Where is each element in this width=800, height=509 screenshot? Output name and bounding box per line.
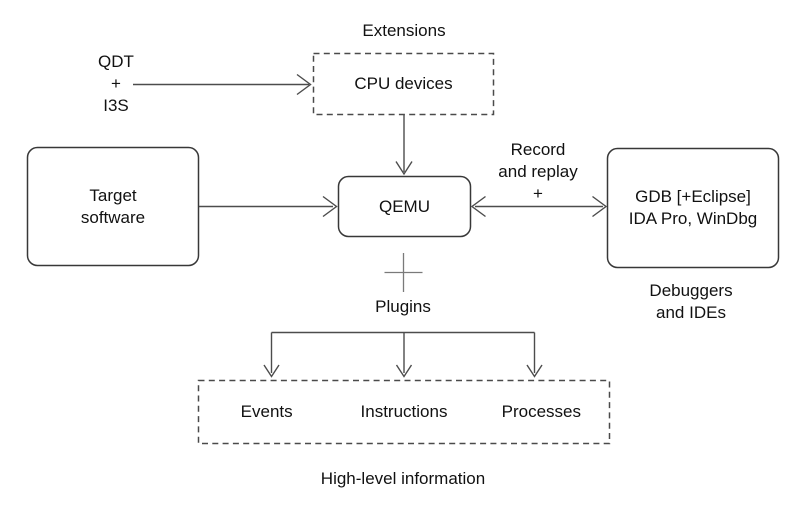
target-software-label: Target (89, 185, 137, 205)
cpu-devices-label: CPU devices (354, 74, 453, 93)
high-level-box: Events Instructions Processes (198, 380, 610, 444)
qemu-box-border (337, 175, 472, 238)
high-level-information-caption: High-level information (320, 469, 486, 488)
instructions-label: Instructions (360, 402, 448, 421)
target-software-box-border (26, 146, 200, 267)
arrowhead-down (263, 364, 280, 378)
arrowhead-down (395, 161, 413, 176)
arrowhead-left (470, 195, 486, 218)
extensions-caption: Extensions (362, 21, 446, 40)
arrowhead-right (322, 195, 338, 218)
arrowhead-down (395, 364, 413, 378)
cpu-devices-box-border (312, 52, 495, 116)
arrow-cpu-devices-to-qemu (395, 115, 413, 176)
debuggers-and-ides-caption: Debuggers and IDEs (649, 281, 733, 322)
plugins-caption: Plugins (375, 297, 431, 316)
qemu-label: QEMU (379, 196, 430, 216)
qemu-box: QEMU (338, 176, 471, 237)
ida-windbg-label: IDA Pro, WinDbg (628, 209, 758, 228)
debuggers-box-border (606, 147, 780, 269)
arrowhead-down (526, 364, 543, 378)
plugins-fanout-arrows (263, 331, 543, 378)
arrow-qemu-debuggers-bidirectional (470, 195, 608, 218)
cpu-devices-box: CPU devices (313, 53, 494, 115)
arrowhead-right (296, 73, 312, 96)
processes-label: Processes (501, 402, 581, 421)
arrow-target-to-qemu (199, 195, 338, 218)
events-label: Events (240, 402, 293, 421)
debuggers-box: GDB [+Eclipse] IDA Pro, WinDbg (607, 148, 779, 268)
qdt-i3s-label: QDT + I3S (98, 52, 134, 115)
arrowhead-right (592, 195, 608, 218)
gdb-label: GDB [+Eclipse] (635, 187, 751, 206)
arrow-qdt-to-cpu-devices (133, 73, 312, 96)
target-software-box: Target software (80, 185, 146, 227)
plus-cross-icon (384, 253, 423, 292)
record-and-replay-label: Record and replay + (498, 140, 578, 203)
